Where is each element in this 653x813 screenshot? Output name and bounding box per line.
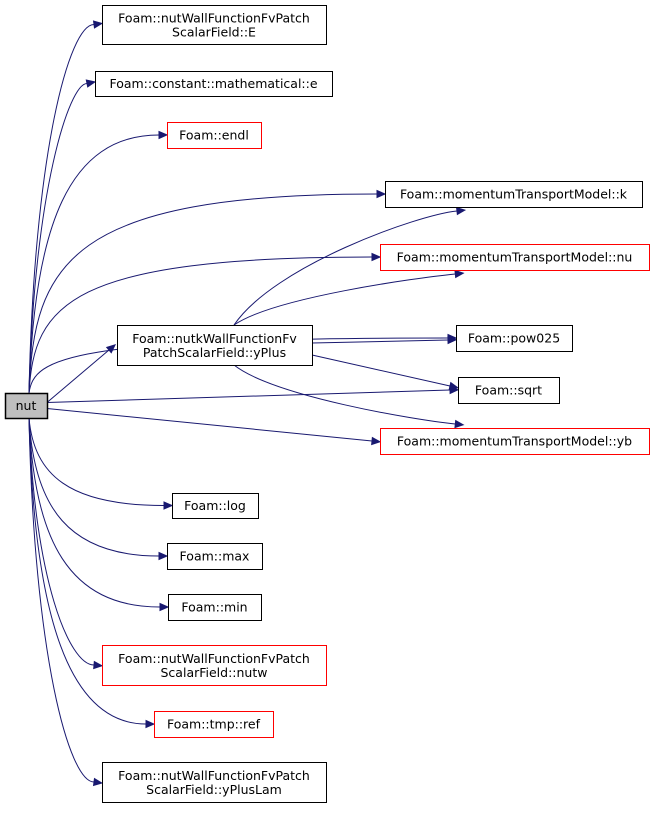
node-box: [102, 5, 327, 45]
node-box: [167, 122, 262, 149]
node-label: ScalarField::E: [172, 25, 256, 40]
edge-nut-to-log: [28, 417, 165, 506]
node-label: Foam::nutWallFunctionFvPatch: [118, 768, 310, 783]
arrowhead-icon: [85, 79, 97, 88]
node-box: [117, 325, 313, 366]
node-label: Foam::momentumTransportModel::k: [400, 187, 628, 202]
node-yPlus[interactable]: Foam::nutkWallFunctionFvPatchScalarField…: [117, 325, 313, 366]
edge-nut-to-E: [28, 24, 95, 394]
node-ref[interactable]: Foam::tmp::ref: [154, 711, 274, 738]
arrowhead-icon: [371, 252, 382, 262]
node-e[interactable]: Foam::constant::mathematical::e: [95, 71, 333, 97]
node-yPlusLam[interactable]: Foam::nutWallFunctionFvPatchScalarField:…: [102, 762, 327, 803]
arrowhead-icon: [454, 269, 465, 279]
node-label: Foam::nutWallFunctionFvPatch: [118, 11, 310, 26]
arrowhead-icon: [159, 602, 170, 612]
edge-nut-to-e: [28, 83, 88, 394]
arrowhead-icon: [455, 206, 467, 216]
arrowhead-icon: [454, 419, 465, 429]
node-sqrt[interactable]: Foam::sqrt: [458, 377, 560, 404]
arrowhead-icon: [105, 344, 117, 354]
node-nutw[interactable]: Foam::nutWallFunctionFvPatchScalarField:…: [102, 645, 327, 686]
node-box: [154, 711, 274, 738]
edge-yPlus-to-sqrt: [311, 354, 451, 387]
edge-nut-to-nutw: [28, 417, 95, 666]
arrowhead-icon: [376, 189, 387, 199]
node-k[interactable]: Foam::momentumTransportModel::k: [385, 181, 643, 208]
node-box: [380, 428, 650, 455]
node-max[interactable]: Foam::max: [167, 543, 263, 570]
node-label: PatchScalarField::yPlus: [143, 345, 286, 360]
node-E[interactable]: Foam::nutWallFunctionFvPatchScalarField:…: [102, 5, 327, 45]
edge-yPlus-to-k: [233, 210, 458, 326]
node-pow025[interactable]: Foam::pow025: [456, 325, 573, 352]
arrowhead-icon: [92, 20, 104, 29]
node-box: [380, 244, 650, 271]
node-label: Foam::tmp::ref: [167, 717, 261, 732]
nodes: nutFoam::nutWallFunctionFvPatchScalarFie…: [4, 5, 650, 803]
arrowhead-icon: [371, 436, 382, 446]
node-box: [102, 645, 327, 686]
node-label: Foam::min: [181, 600, 247, 615]
node-label: nut: [16, 398, 37, 413]
node-endl[interactable]: Foam::endl: [167, 122, 262, 149]
node-box: [172, 493, 259, 519]
node-label: Foam::constant::mathematical::e: [109, 76, 317, 91]
edge-nut-to-nu: [28, 256, 373, 394]
edge-nut-to-min: [28, 417, 161, 608]
node-label: Foam::nutWallFunctionFvPatch: [118, 651, 310, 666]
node-label: Foam::sqrt: [475, 383, 542, 398]
node-nu[interactable]: Foam::momentumTransportModel::nu: [380, 244, 650, 271]
arrowhead-icon: [447, 335, 458, 345]
edge-nut-to-endl: [28, 134, 160, 394]
edge-nut-to-yPlus: [46, 349, 110, 403]
arrowhead-icon: [145, 719, 156, 729]
edges: [28, 20, 467, 787]
node-box: [456, 325, 573, 352]
node-box: [385, 181, 643, 208]
node-box: [95, 71, 333, 97]
node-label: Foam::log: [184, 498, 246, 513]
node-label: Foam::pow025: [468, 331, 560, 346]
arrowhead-icon: [158, 551, 169, 561]
edge-yPlus-to-nu: [233, 273, 456, 326]
node-yb[interactable]: Foam::momentumTransportModel::yb: [380, 428, 650, 455]
arrowhead-icon: [448, 381, 460, 391]
node-box: [168, 594, 262, 621]
edge-nut-to-yb: [46, 408, 373, 442]
edge-nut-to-k: [28, 193, 378, 394]
node-label: Foam::nutkWallFunctionFv: [132, 331, 297, 346]
node-label: Foam::max: [180, 549, 250, 564]
node-box: [458, 377, 560, 404]
edge-nut-to-max: [28, 417, 160, 557]
node-box: [4, 392, 49, 420]
node-label: Foam::endl: [179, 128, 249, 143]
edge-nut-to-yPlusLam: [28, 417, 95, 783]
node-label: Foam::momentumTransportModel::nu: [397, 250, 633, 265]
edge-yPlus-to-pow025: [311, 339, 449, 344]
node-label: ScalarField::nutw: [161, 665, 268, 680]
arrowhead-icon: [93, 660, 104, 670]
node-nut[interactable]: nut: [4, 392, 49, 420]
edge-yPlus-to-yb: [233, 364, 456, 425]
edge-nut-to-sqrt: [46, 389, 451, 403]
arrowhead-icon: [158, 130, 169, 140]
node-log[interactable]: Foam::log: [172, 493, 259, 519]
arrowhead-icon: [92, 777, 104, 787]
node-min[interactable]: Foam::min: [168, 594, 262, 621]
arrowhead-icon: [163, 501, 174, 510]
edge-nut-to-ref: [28, 417, 147, 725]
node-box: [167, 543, 263, 570]
node-label: Foam::momentumTransportModel::yb: [397, 434, 632, 449]
node-label: ScalarField::yPlusLam: [146, 782, 282, 797]
node-box: [102, 762, 327, 803]
